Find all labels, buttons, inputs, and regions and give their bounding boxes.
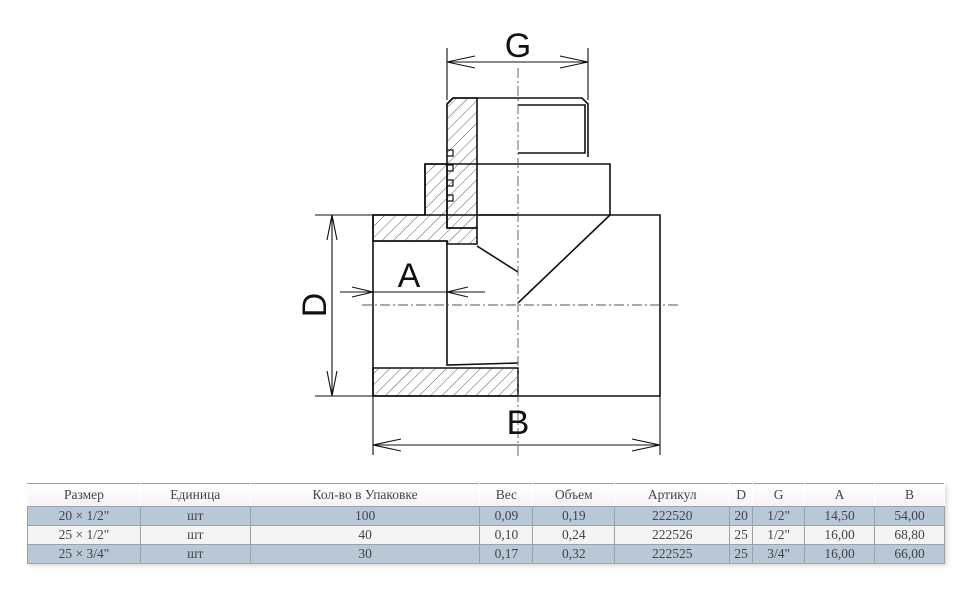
- boss-outline: [424, 163, 611, 215]
- cell-size: 25 × 1/2": [27, 525, 141, 545]
- cell-a: 16,00: [804, 525, 875, 545]
- cell-weight: 0,10: [479, 525, 534, 545]
- cell-article: 222526: [614, 525, 731, 545]
- label-g: G: [505, 27, 531, 65]
- cell-unit: шт: [139, 525, 251, 545]
- header-a: A: [804, 483, 875, 507]
- cell-unit: шт: [139, 506, 251, 526]
- cell-article: 222520: [614, 506, 731, 526]
- dimension-g: [446, 48, 589, 100]
- cell-size: 25 × 3/4": [27, 544, 141, 564]
- cell-g: 1/2": [752, 506, 806, 526]
- inner-bore: [476, 214, 611, 304]
- cell-unit: шт: [139, 544, 251, 564]
- thread-teeth: [447, 149, 454, 202]
- dimension-a: [340, 286, 485, 298]
- cell-size: 20 × 1/2": [27, 506, 141, 526]
- cell-pack-qty: 40: [249, 525, 481, 545]
- cell-volume: 0,32: [532, 544, 616, 564]
- socket-outline: [373, 240, 519, 366]
- body-lower-hatch: [372, 367, 519, 397]
- cell-a: 14,50: [804, 506, 875, 526]
- label-b: B: [507, 404, 530, 442]
- header-volume: Объем: [532, 483, 616, 507]
- header-g: G: [752, 483, 806, 507]
- table-row: 20 × 1/2" шт 100 0,09 0,19 222520 20 1/2…: [27, 506, 945, 526]
- dimension-d: [315, 214, 373, 397]
- cell-volume: 0,24: [532, 525, 616, 545]
- cell-d: 25: [729, 544, 754, 564]
- table-row: 25 × 1/2" шт 40 0,10 0,24 222526 25 1/2"…: [27, 525, 945, 545]
- cell-d: 20: [729, 506, 754, 526]
- table-header-row: Размер Единица Кол-во в Упаковке Вес Объ…: [27, 483, 945, 507]
- cell-weight: 0,09: [479, 506, 534, 526]
- tee-fitting-drawing: G A D B: [296, 27, 680, 458]
- table-row: 25 × 3/4" шт 30 0,17 0,32 222525 25 3/4"…: [27, 544, 945, 564]
- header-weight: Вес: [479, 483, 534, 507]
- cell-g: 1/2": [752, 525, 806, 545]
- header-d: D: [729, 483, 754, 507]
- cell-a: 16,00: [804, 544, 875, 564]
- cell-pack-qty: 100: [249, 506, 481, 526]
- header-size: Размер: [27, 483, 141, 507]
- label-d: D: [296, 293, 334, 318]
- cell-article: 222525: [614, 544, 731, 564]
- cell-g: 3/4": [752, 544, 806, 564]
- header-pack-qty: Кол-во в Упаковке: [249, 483, 481, 507]
- header-article: Артикул: [614, 483, 731, 507]
- cell-b: 66,00: [874, 544, 945, 564]
- specs-table: Размер Единица Кол-во в Упаковке Вес Объ…: [27, 483, 945, 564]
- dimension-b: [372, 396, 661, 455]
- header-unit: Единица: [139, 483, 251, 507]
- cell-d: 25: [729, 525, 754, 545]
- cell-volume: 0,19: [532, 506, 616, 526]
- cell-b: 54,00: [874, 506, 945, 526]
- nipple-section-hatch: [446, 97, 478, 229]
- label-a: A: [398, 257, 421, 295]
- nipple-outline: [446, 97, 589, 157]
- cell-weight: 0,17: [479, 544, 534, 564]
- cell-b: 68,80: [874, 525, 945, 545]
- header-b: B: [874, 483, 945, 507]
- cell-pack-qty: 30: [249, 544, 481, 564]
